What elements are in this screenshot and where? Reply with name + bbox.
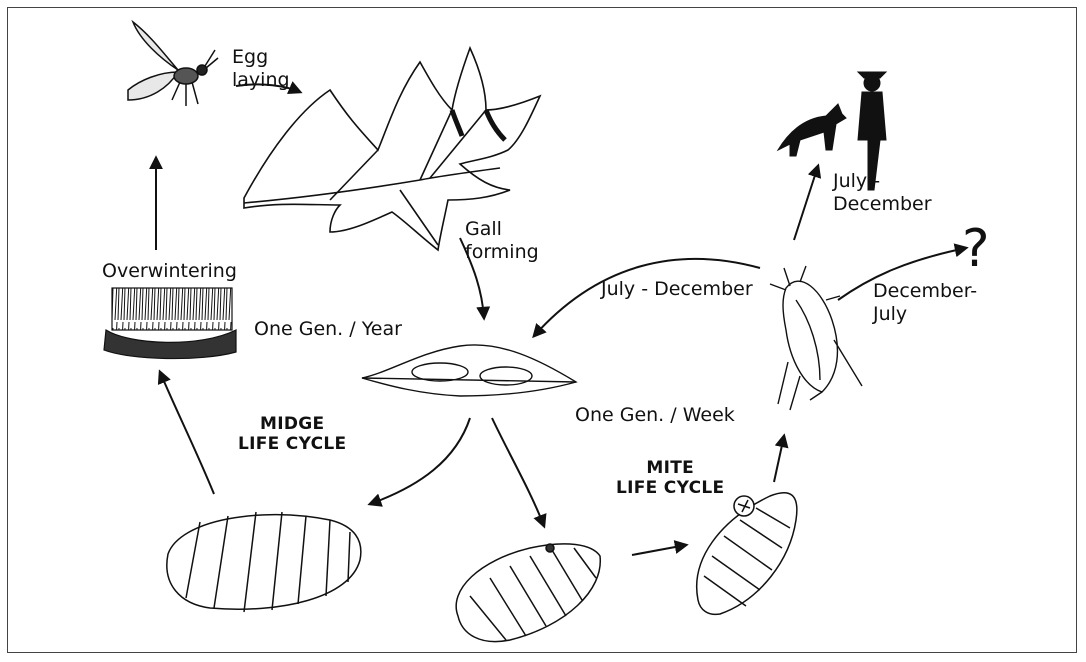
- overwintering-label: Overwintering: [102, 260, 237, 283]
- overwintering-clump-drawing: [104, 288, 236, 359]
- arrow-gall-to-midge-larva: [370, 418, 470, 504]
- mite-life-cycle-label: MITE LIFE CYCLE: [616, 458, 724, 499]
- july-december-mid-label: July - December: [601, 278, 753, 301]
- midge-larva-drawing: [167, 512, 361, 612]
- mite-larva-drawing: [770, 266, 862, 410]
- arrow-larva-to-overwinter: [160, 372, 214, 494]
- arrow-to-dog-man: [794, 166, 818, 240]
- arrow-larva-up: [774, 436, 784, 482]
- midge-adult-drawing: [128, 22, 218, 106]
- arrow-mite-larva-to-larva: [632, 545, 686, 555]
- arrow-gall-to-mite-larva: [492, 418, 544, 526]
- one-gen-year-label: One Gen. / Year: [254, 318, 402, 341]
- mite-larva-small-drawing: [456, 544, 600, 642]
- midge-life-cycle-label: MIDGE LIFE CYCLE: [238, 414, 346, 455]
- december-july-label: December- July: [873, 280, 977, 326]
- egg-laying-label: Egg laying: [232, 46, 290, 92]
- one-gen-week-label: One Gen. / Week: [575, 404, 735, 427]
- july-december-top-label: July - December: [833, 170, 932, 216]
- larva-with-mite-drawing: [697, 493, 797, 615]
- gall-forming-label: Gall forming: [465, 218, 539, 264]
- gall-drawing: [362, 345, 576, 396]
- question-mark-label: ?: [962, 218, 990, 280]
